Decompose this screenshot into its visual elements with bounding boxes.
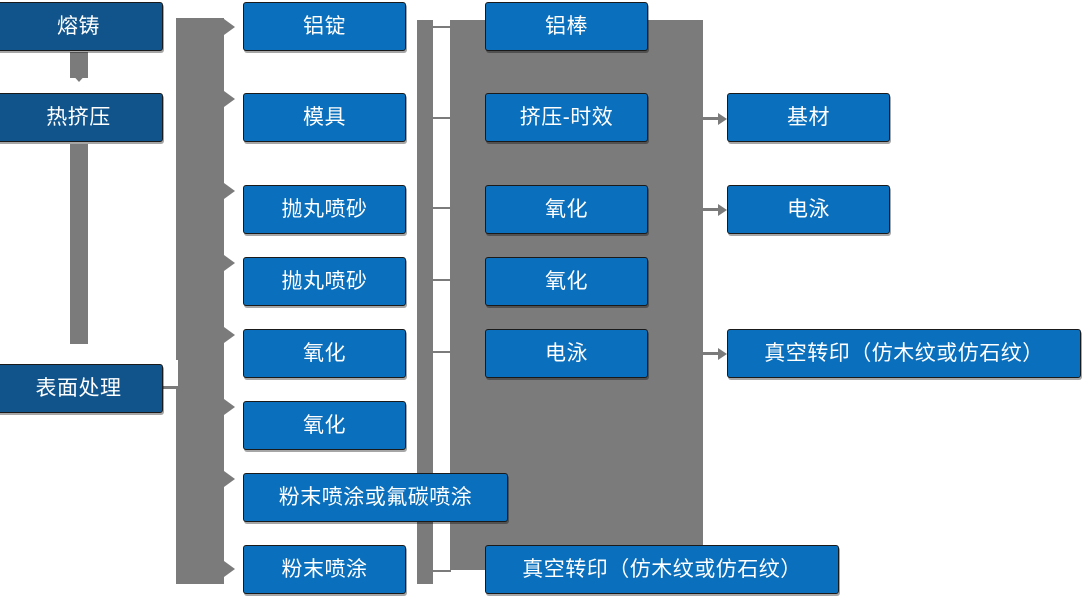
input-label: 模具 [303,105,346,129]
input-box-3[interactable]: 抛丸喷砂 [243,185,406,234]
stage-label: 表面处理 [35,376,122,400]
input-box-8[interactable]: 粉末喷涂 [243,545,406,594]
surface-stage-connector [160,386,184,389]
input-box-6[interactable]: 氧化 [243,401,406,450]
arrow-right-icon [224,19,235,35]
process-label: 铝棒 [545,14,588,38]
arrow-right-icon [703,203,727,216]
spine-tick [433,279,451,281]
process-box-5[interactable]: 电泳 [485,329,648,378]
spine-tick [433,351,451,353]
input-box-2[interactable]: 模具 [243,93,406,142]
input-label: 氧化 [303,341,346,365]
stage-label: 热挤压 [46,105,111,129]
output-box-1[interactable]: 基材 [727,93,890,142]
arrow-right-icon [224,561,235,577]
input-box-1[interactable]: 铝锭 [243,2,406,51]
arrow-right-icon [703,347,727,360]
process-box-2[interactable]: 挤压-时效 [485,93,648,142]
process-box-6[interactable]: 真空转印（仿木纹或仿石纹） [485,545,839,594]
input-box-7[interactable]: 粉末喷涂或氟碳喷涂 [243,473,508,522]
input-box-4[interactable]: 抛丸喷砂 [243,257,406,306]
output-label: 真空转印（仿木纹或仿石纹） [764,341,1044,365]
process-label: 氧化 [545,269,588,293]
arrow-right-icon [224,255,235,271]
left-spine-bar [176,18,224,584]
process-box-4[interactable]: 氧化 [485,257,648,306]
arrow-right-icon [224,471,235,487]
arrow-right-icon [224,399,235,415]
arrow-right-icon [703,112,727,125]
input-label: 抛丸喷砂 [281,197,368,221]
spine-tick [433,26,451,28]
extrude-to-surface-stem [70,144,88,344]
stage-box-melting[interactable]: 熔铸 [0,2,163,51]
arrow-right-icon [224,183,235,199]
input-label: 抛丸喷砂 [281,269,368,293]
stage-box-extrude[interactable]: 热挤压 [0,93,163,142]
spine-tick [433,207,451,209]
output-box-2[interactable]: 电泳 [727,185,890,234]
process-label: 真空转印（仿木纹或仿石纹） [522,557,802,581]
process-label: 挤压-时效 [519,105,614,129]
arrow-down-icon [70,332,88,342]
output-box-3[interactable]: 真空转印（仿木纹或仿石纹） [727,329,1081,378]
input-label: 粉末喷涂 [281,557,368,581]
spine-tick [433,117,451,119]
middle-spine-bar [417,20,433,584]
input-label: 铝锭 [303,14,346,38]
process-label: 氧化 [545,197,588,221]
spine-tick [433,570,451,572]
output-label: 电泳 [787,197,830,221]
arrow-right-icon [224,91,235,107]
melting-to-extrude-stem [70,52,88,78]
stage-label: 熔铸 [57,14,100,38]
process-box-1[interactable]: 铝棒 [485,2,648,51]
output-label: 基材 [787,105,830,129]
process-box-3[interactable]: 氧化 [485,185,648,234]
arrow-down-icon [70,72,88,82]
arrow-right-icon [224,327,235,343]
input-label: 氧化 [303,413,346,437]
input-label: 粉末喷涂或氟碳喷涂 [278,485,473,509]
input-box-5[interactable]: 氧化 [243,329,406,378]
stage-box-surface[interactable]: 表面处理 [0,364,163,413]
process-label: 电泳 [545,341,588,365]
